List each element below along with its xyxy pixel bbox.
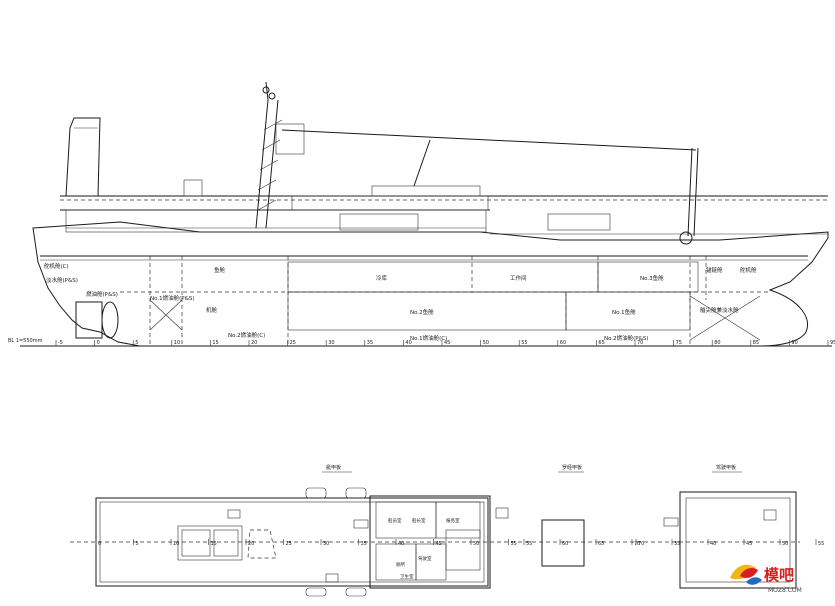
frame-tick-label: 20	[248, 541, 254, 547]
room-sanitary: 卫生室	[400, 573, 414, 580]
frame-tick-label: 40	[710, 541, 716, 547]
frame-tick-label: 55	[818, 541, 824, 547]
funnel	[65, 117, 101, 197]
superstructure	[60, 179, 828, 235]
frame-tick-label: 15	[212, 340, 218, 346]
label-aft-a: 舵机舱(C)	[44, 262, 69, 270]
frame-tick-label: 45	[746, 541, 752, 547]
label-cold-store: 冷库	[376, 274, 388, 282]
frame-tick-label: 10	[173, 541, 179, 547]
room-radio: 报务室	[446, 517, 460, 524]
label-workshop: 工作间	[510, 274, 527, 282]
frame-tick-label: 45	[436, 541, 442, 547]
plan-scale-main: 0 5 10 15 20 25 30 35 40 45 50 55	[95, 539, 517, 547]
plan-title-right: 驾驶甲板	[716, 464, 736, 471]
label-no1-tank: No.1燃油舱(P&S)	[150, 294, 195, 302]
frame-tick-label: 65	[598, 541, 604, 547]
frame-tick-label: 35	[361, 541, 367, 547]
frame-tick-label: 50	[483, 340, 489, 346]
frame-tick-label: 30	[328, 340, 334, 346]
frame-tick-label: 75	[676, 340, 682, 346]
frame-tick-label: 0	[97, 340, 100, 346]
frame-tick-label: 65	[598, 340, 604, 346]
label-no2-hold: No.2鱼舱	[410, 308, 434, 316]
label-no2-tank: No.2燃油舱(C)	[228, 331, 265, 339]
logo-subtext: MOZ8.COM	[768, 587, 802, 594]
plan-scale-mid: 55 60 65 70	[523, 539, 640, 547]
label-hold3: No.3鱼舱	[640, 274, 664, 282]
plan-title-mid: 罗经甲板	[562, 464, 582, 471]
frame-tick-label: 60	[562, 541, 568, 547]
frame-tick-label: 55	[526, 541, 532, 547]
scale-note: BL 1=550mm	[8, 338, 43, 344]
plan-scale-right: 70 35 40 45 50 55	[635, 539, 824, 547]
label-engine-room: 机舱	[206, 306, 218, 314]
label-steering: 舵机舱	[740, 266, 757, 274]
frame-tick-label: 5	[135, 340, 138, 346]
frame-tick-label: 35	[367, 340, 373, 346]
frame-tick-label: 15	[211, 541, 217, 547]
frame-tick-label: 0	[98, 541, 101, 547]
label-fuel-b: No.2燃油舱(P&S)	[604, 334, 649, 342]
frame-tick-label: 50	[473, 541, 479, 547]
site-logo: 模吧 MOZ8.COM	[730, 564, 802, 594]
frame-tick-label: 80	[714, 340, 720, 346]
derrick-stay	[281, 129, 697, 151]
frame-tick-label: 35	[674, 541, 680, 547]
frame-tick-label: 40	[398, 541, 404, 547]
label-fuel-a: No.1燃油舱(C)	[410, 334, 447, 342]
profile-view: 鱼舱 冷库 工作间 No.3鱼舱 锚链舱 舵机舱 No.2鱼舱 No.1鱼舱 机…	[8, 81, 835, 347]
frame-tick-label: 90	[791, 340, 797, 346]
frame-scale: -5 0 5 10 15 20 25 30 35 40 45 50 55 60 65 70 75 80 85 90 95	[55, 340, 835, 346]
main-mast	[255, 81, 697, 229]
label-no1-hold: No.1鱼舱	[612, 308, 636, 316]
frame-tick-label: 60	[560, 340, 566, 346]
frame-tick-label: 5	[136, 541, 139, 547]
frame-tick-label: 70	[634, 541, 640, 547]
frame-tick-label: 10	[174, 340, 180, 346]
rudder	[75, 301, 103, 339]
room-captain: 船长室	[412, 517, 426, 524]
frame-tick-label: 40	[405, 340, 411, 346]
logo-text: 模吧	[764, 566, 794, 584]
frame-tick-label: 85	[753, 340, 759, 346]
frame-tick-label: 45	[444, 340, 450, 346]
room-wheelhouse: 驾驶室	[418, 555, 432, 562]
compass-deck-plan	[541, 519, 585, 567]
fore-mast	[687, 147, 693, 237]
label-bow-tank: 艏尖舱兼淡水舱	[700, 306, 739, 314]
frame-tick-label: 20	[251, 340, 257, 346]
hull-outline	[32, 221, 829, 347]
frame-tick-label: 95	[830, 340, 835, 346]
frame-tick-label: 55	[511, 541, 517, 547]
frame-tick-label: -5	[58, 340, 63, 346]
propeller	[101, 301, 119, 339]
room-toilet: 厕所	[396, 561, 405, 568]
derrick	[413, 139, 431, 187]
frame-tick-label: 70	[638, 541, 644, 547]
hatch-plan	[177, 525, 243, 561]
bridge-deck-plan	[679, 491, 797, 589]
frame-tick-label: 25	[286, 541, 292, 547]
plan-title-main: 艇甲板	[326, 464, 341, 471]
deckhouse-plan	[369, 495, 491, 589]
frame-tick-label: 55	[521, 340, 527, 346]
room-crew: 船员室	[388, 517, 402, 524]
frame-tick-label: 30	[323, 541, 329, 547]
frame-tick-label: 70	[637, 340, 643, 346]
frame-tick-label: 50	[782, 541, 788, 547]
label-fish-hold: 鱼舱	[214, 266, 226, 274]
deck-plans: 艇甲板 罗经甲板 驾驶甲板	[70, 464, 824, 597]
label-windlass: 锚链舱	[706, 266, 723, 274]
label-aft-b: 淡水舱(P&S)	[46, 276, 78, 284]
label-aft-c: 燃油舱(P&S)	[86, 290, 118, 298]
frame-tick-label: 25	[290, 340, 296, 346]
